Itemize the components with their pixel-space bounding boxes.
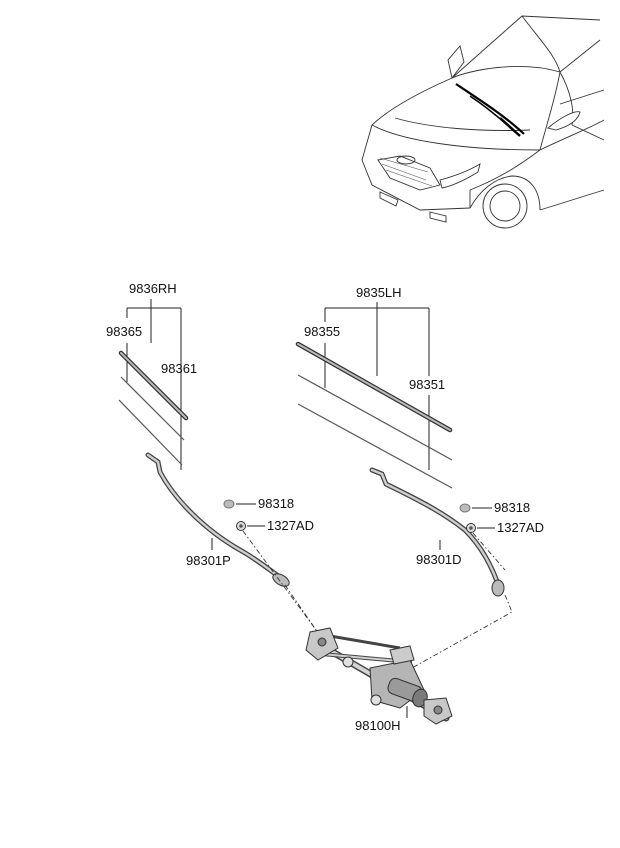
lh-cap-shape: [459, 503, 471, 513]
lh-refill-strip-2: [297, 403, 453, 489]
lh-blade-group: 9835LH 98355 98351: [295, 285, 453, 489]
label-98365: 98365: [106, 324, 142, 339]
lh-fasteners: 98318 1327AD: [459, 500, 544, 535]
lh-arm-shape: [369, 467, 503, 593]
rh-refill-strip-2: [118, 399, 183, 466]
label-98100h: 98100H: [355, 718, 401, 733]
label-98301p: 98301P: [186, 553, 231, 568]
label-98351: 98351: [409, 377, 445, 392]
label-1327ad-rh: 1327AD: [267, 518, 314, 533]
rh-blade-group: 9836RH 98365 98361: [106, 281, 197, 470]
label-98355: 98355: [304, 324, 340, 339]
rh-arm-group: 98301P: [145, 452, 290, 587]
rh-bracket-lines: [126, 299, 182, 470]
label-9836rh: 9836RH: [129, 281, 177, 296]
label-98318-rh: 98318: [258, 496, 294, 511]
label-1327ad-lh: 1327AD: [497, 520, 544, 535]
label-98301d: 98301D: [416, 552, 462, 567]
lh-refill-strip: [297, 374, 453, 461]
label-9835lh: 9835LH: [356, 285, 402, 300]
car-illustration: [361, 15, 605, 229]
rh-cap-shape: [223, 499, 235, 509]
rh-fasteners: 98318 1327AD: [223, 496, 314, 533]
rh-refill-strip: [120, 376, 185, 441]
dashed-leaders: [242, 530, 513, 669]
label-98318-lh: 98318: [494, 500, 530, 515]
label-98361: 98361: [161, 361, 197, 376]
lh-arm-group: 98301D: [369, 467, 505, 597]
linkage-motor-assembly: 98100H: [305, 627, 453, 733]
